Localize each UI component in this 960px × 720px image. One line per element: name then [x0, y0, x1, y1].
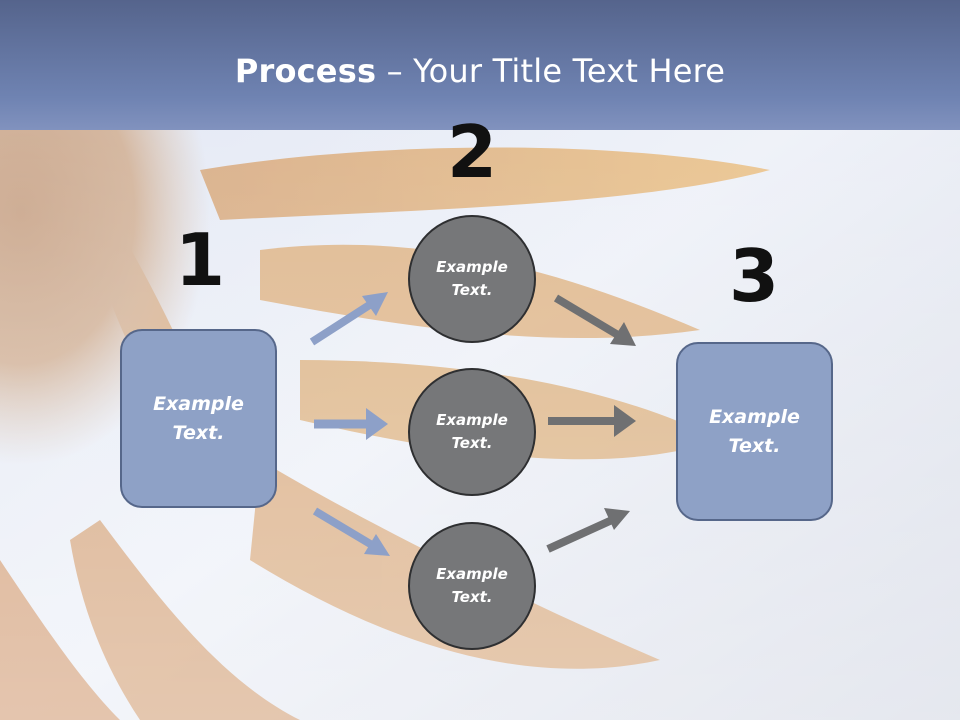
arrow-from-bottom-circle [546, 508, 630, 553]
left-box: Example Text. [120, 329, 277, 508]
arrow-from-middle-circle [548, 405, 636, 437]
title-rest: – Your Title Text Here [376, 52, 726, 90]
arrow-from-top-circle [553, 294, 636, 346]
step-number-3: 3 [728, 234, 780, 318]
circle-top: Example Text. [408, 215, 536, 343]
arrow-to-top-circle [309, 292, 388, 346]
title-bold: Process [234, 52, 377, 90]
step-number-1: 1 [174, 218, 226, 302]
circle-bottom: Example Text. [408, 522, 536, 650]
circle-middle: Example Text. [408, 368, 536, 496]
arrow-to-middle-circle [314, 408, 388, 440]
right-box: Example Text. [676, 342, 833, 521]
arrow-to-bottom-circle [312, 507, 390, 556]
step-number-2: 2 [446, 110, 498, 194]
slide-title: Process – Your Title Text Here [0, 52, 960, 90]
